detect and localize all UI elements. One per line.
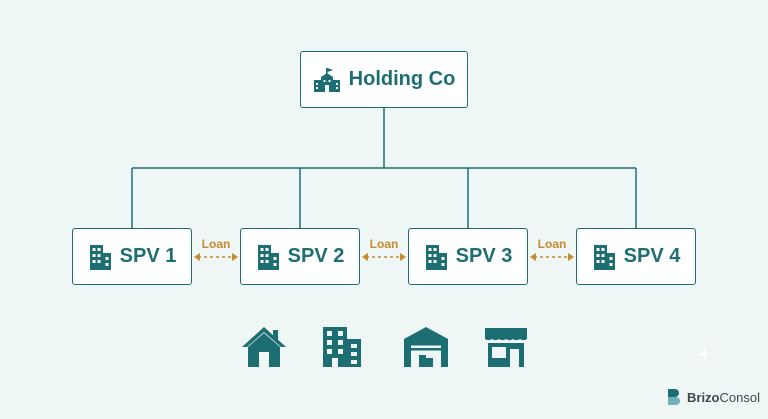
holding-co-label: Holding Co: [348, 68, 456, 90]
spv-node-2: SPV 2: [240, 228, 360, 285]
apartment-building-icon: [323, 327, 361, 367]
office-building-icon: [593, 244, 615, 270]
brizoconsol-logo-icon: [668, 389, 680, 405]
brand-name-part2: Consol: [719, 389, 760, 405]
office-building-icon: [425, 244, 447, 270]
spv-node-1: SPV 1: [72, 228, 192, 285]
spv-label: SPV 4: [623, 245, 681, 267]
loan-arrow-3-4: [530, 253, 574, 261]
brand-name-part1: Brizo: [687, 389, 720, 405]
spv-label: SPV 1: [119, 245, 177, 267]
sparkle-icon: [696, 345, 714, 363]
holding-co-node: Holding Co: [300, 51, 468, 108]
house-icon: [242, 327, 286, 367]
spv-node-4: SPV 4: [576, 228, 696, 285]
spv-label: SPV 2: [287, 245, 345, 267]
loan-label: Loan: [201, 237, 231, 251]
storefront-icon: [485, 328, 527, 367]
loan-arrow-1-2: [194, 253, 238, 261]
office-building-icon: [89, 244, 111, 270]
loan-label: Loan: [369, 237, 399, 251]
warehouse-icon: [404, 327, 448, 367]
school-building-icon: [313, 67, 340, 92]
loan-arrow-2-3: [362, 253, 406, 261]
spv-label: SPV 3: [455, 245, 513, 267]
spv-node-3: SPV 3: [408, 228, 528, 285]
loan-label: Loan: [537, 237, 567, 251]
office-building-icon: [257, 244, 279, 270]
